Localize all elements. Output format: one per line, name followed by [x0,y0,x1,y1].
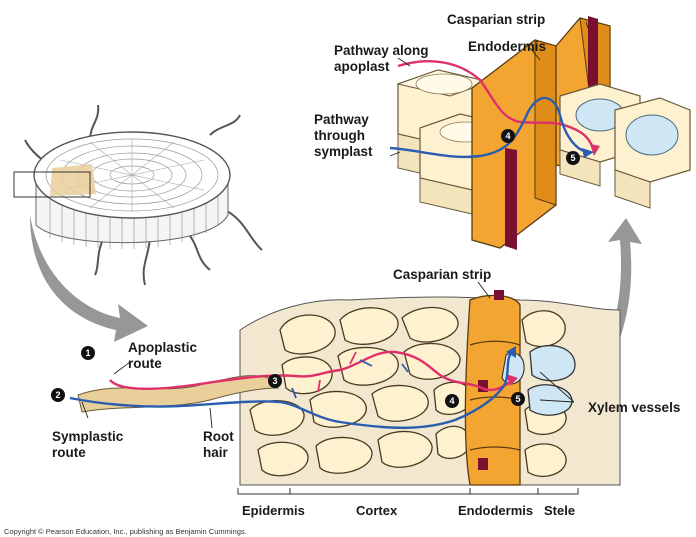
root-cross-section [14,105,262,285]
root-tissue-section [240,290,620,485]
label-pathway-apoplast-line1: Pathway along [334,43,429,58]
label-symplastic-route-line1: Symplastic [52,429,124,444]
svg-text:5: 5 [570,153,575,163]
label-epidermis: Epidermis [242,503,305,518]
label-endodermis-bottom: Endodermis [458,503,533,518]
label-pathway-symplast-line1: Pathway [314,112,369,127]
svg-text:4: 4 [505,131,510,141]
svg-text:2: 2 [55,390,60,400]
label-casparian-strip-top: Casparian strip [447,12,545,27]
tissue-brackets [238,488,578,494]
label-root-hair-line1: Root [203,429,234,444]
svg-text:5: 5 [515,394,520,404]
label-stele: Stele [544,503,575,518]
label-pathway-symplast-line3: symplast [314,144,373,159]
label-apoplastic-route-line2: route [128,356,162,371]
step-4-marker-detail: 4 [445,394,459,408]
step-5-marker-detail: 5 [511,392,525,406]
label-pathway-apoplast-line2: apoplast [334,59,390,74]
label-casparian-strip-bottom: Casparian strip [393,267,491,282]
svg-text:4: 4 [449,396,454,406]
label-xylem-vessels: Xylem vessels [588,400,680,415]
svg-text:1: 1 [85,348,90,358]
step-3-marker: 3 [268,374,282,388]
label-symplastic-route-line2: route [52,445,86,460]
label-cortex: Cortex [356,503,398,518]
xylem-vessel-upper [530,346,575,381]
copyright-notice: Copyright © Pearson Education, Inc., pub… [4,527,247,536]
label-pathway-symplast-line2: through [314,128,365,143]
step-4-marker-block: 4 [501,129,515,143]
svg-text:3: 3 [272,376,277,386]
label-root-hair-line2: hair [203,445,229,460]
label-endodermis-top: Endodermis [468,39,546,54]
label-apoplastic-route-line1: Apoplastic [128,340,198,355]
step-5-marker-block: 5 [566,151,580,165]
step-1-marker: 1 [81,346,95,360]
step-2-marker: 2 [51,388,65,402]
